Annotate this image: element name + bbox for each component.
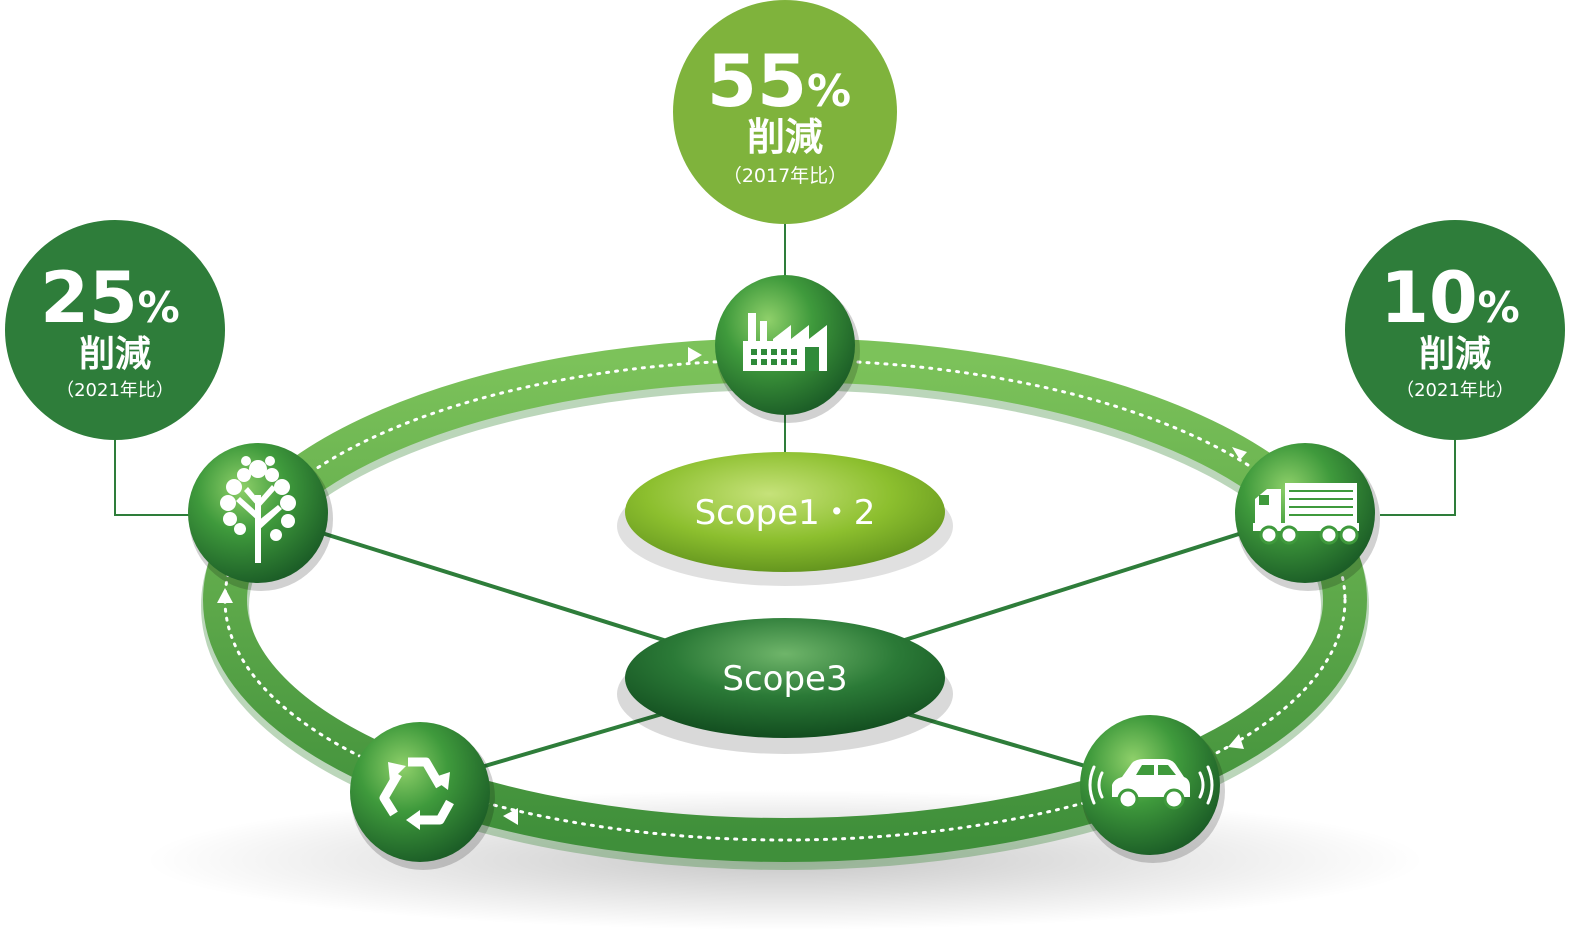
scope3-ellipse: Scope3 xyxy=(617,618,953,754)
arrow-left xyxy=(217,588,233,603)
arrow-right-lower xyxy=(1228,734,1244,749)
node-truck xyxy=(1235,443,1380,591)
factory-icon xyxy=(743,313,827,371)
scope12-ellipse: Scope1・2 xyxy=(617,452,953,586)
badge-top: 55% 削減 （2017年比） xyxy=(673,0,897,224)
svg-text:55%: 55% xyxy=(707,39,851,123)
node-tree xyxy=(188,443,333,591)
svg-text:25%: 25% xyxy=(40,257,180,339)
badge-right-percent-sign: % xyxy=(1478,283,1520,332)
badge-top-percent: 55 xyxy=(707,39,807,123)
badge-right-baseline: （2021年比） xyxy=(1396,380,1514,401)
node-factory xyxy=(715,275,860,423)
badge-connectors xyxy=(114,222,1456,516)
badge-left-percent: 25 xyxy=(40,257,137,339)
flow-arrows xyxy=(217,347,1247,825)
badge-right: 10% 削減 （2021年比） xyxy=(1345,220,1565,440)
badge-top-label: 削減 xyxy=(747,115,823,159)
scope3-label: Scope3 xyxy=(722,659,847,699)
car-icon xyxy=(1088,759,1214,810)
scope12-label: Scope1・2 xyxy=(695,493,876,533)
badge-right-label: 削減 xyxy=(1419,334,1491,375)
svg-text:10%: 10% xyxy=(1380,257,1520,339)
node-car xyxy=(1080,715,1225,863)
recycle-icon xyxy=(379,757,454,830)
truck-icon xyxy=(1253,483,1359,545)
tree-icon xyxy=(220,456,296,563)
badge-left-baseline: （2021年比） xyxy=(56,380,174,401)
arrow-top-left xyxy=(688,347,702,363)
badge-left: 25% 削減 （2021年比） xyxy=(5,220,225,440)
arrow-right-upper xyxy=(1232,447,1247,460)
badge-left-label: 削減 xyxy=(79,334,151,375)
badge-top-percent-sign: % xyxy=(807,66,851,117)
arrow-bottom xyxy=(503,808,518,825)
badge-left-percent-sign: % xyxy=(138,283,180,332)
badge-right-percent: 10 xyxy=(1380,257,1477,339)
badge-top-baseline: （2017年比） xyxy=(723,165,847,187)
node-recycle xyxy=(350,722,495,870)
